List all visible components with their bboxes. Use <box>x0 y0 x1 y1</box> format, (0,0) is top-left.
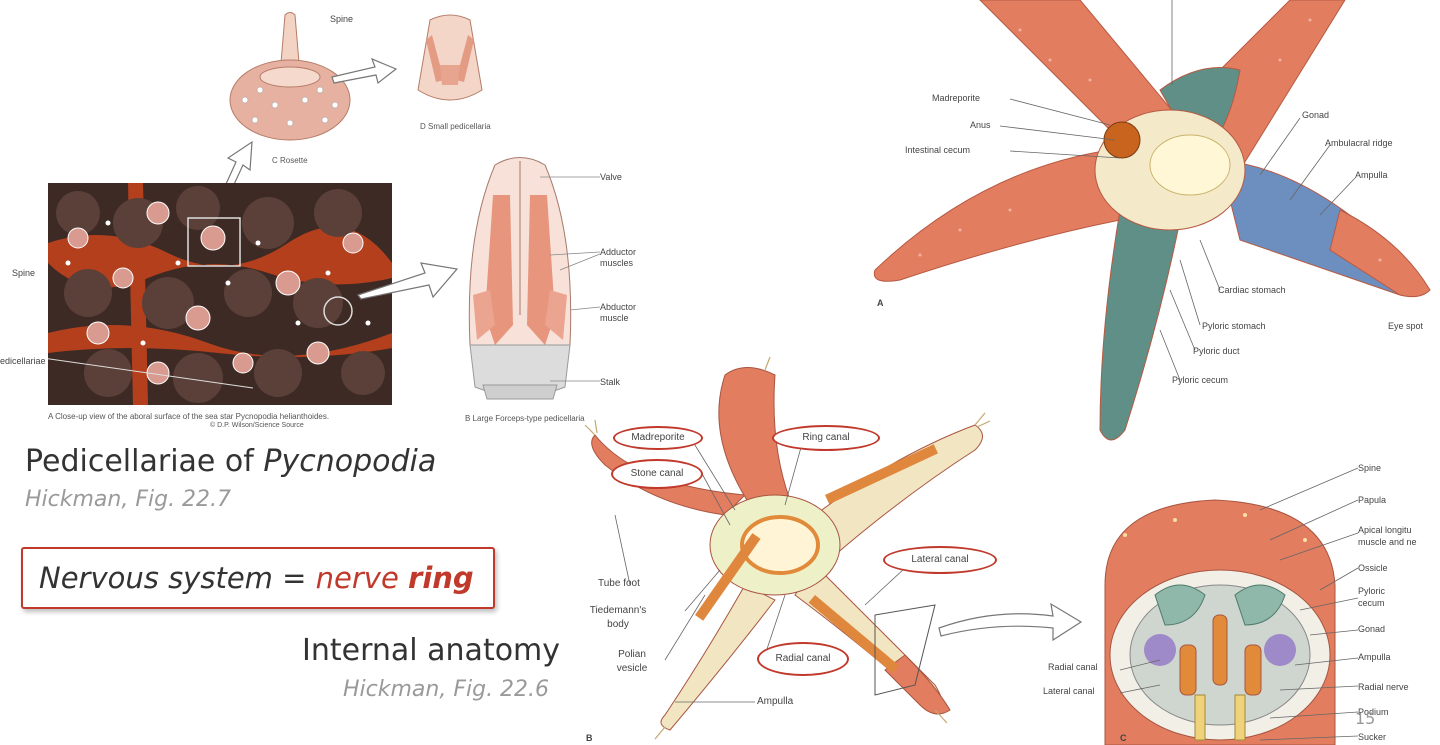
small-pedicellaria-illustration <box>417 14 483 101</box>
label-spine-top: Spine <box>330 14 354 24</box>
label-polian-vesicle: Polian vesicle <box>616 649 648 674</box>
water-vascular-illustration <box>584 356 991 740</box>
label-pedicellariae: edicellariae <box>0 356 46 366</box>
oval-stone-canal: Stone canal <box>611 459 703 489</box>
title-italic: Pycnopodia <box>263 444 437 479</box>
nervous-system-text: Nervous system = nerve ring <box>39 561 474 595</box>
page-number: 15 <box>1355 709 1376 728</box>
label-madreporite: Madreporite <box>932 93 981 103</box>
label-ambulacral-ridge: Ambulacral ridge <box>1325 138 1393 148</box>
label-pyloric-cecum-c: Pyloric cecum <box>1358 586 1386 608</box>
oval-radial-canal: Radial canal <box>757 642 849 676</box>
caption-a: A Close-up view of the aboral surface of… <box>48 412 330 421</box>
label-pyloric-duct: Pyloric duct <box>1193 346 1240 356</box>
label-tiedemann: Tiedemann's body <box>589 605 647 630</box>
internal-anatomy-reference: Hickman, Fig. 22.6 <box>343 677 550 702</box>
sea-star-dissection-illustration <box>873 0 1431 441</box>
label-gonad-a: Gonad <box>1302 110 1330 120</box>
label-cardiac-stomach: Cardiac stomach <box>1218 285 1286 295</box>
title-main: Pedicellariae of <box>25 444 264 479</box>
label-pyloric-stomach: Pyloric stomach <box>1202 321 1266 331</box>
box-prefix: Nervous system = <box>39 561 316 595</box>
caption-d: D Small pedicellaria <box>420 122 491 131</box>
label-abductor: Abductor muscle <box>600 302 637 323</box>
label-radial-nerve: Radial nerve <box>1358 682 1409 692</box>
sea-star-surface-photo <box>48 183 392 405</box>
caption-a-credit: © D.P. Wilson/Science Source <box>210 422 304 429</box>
label-valve: Valve <box>600 172 622 182</box>
label-radial-canal-c: Radial canal <box>1048 662 1098 672</box>
figure-letter-c: C <box>1120 733 1127 743</box>
label-papula: Papula <box>1358 495 1387 505</box>
label-ampulla-a: Ampulla <box>1355 170 1388 180</box>
arrow-right-icon <box>357 262 459 300</box>
label-podium: Podium <box>1358 707 1389 717</box>
arrow-icon <box>331 57 398 85</box>
figure-letter-b: B <box>586 733 593 743</box>
label-sucker: Sucker <box>1358 732 1387 742</box>
label-anus: Anus <box>970 120 991 130</box>
label-pyloric-cecum: Pyloric cecum <box>1172 375 1229 385</box>
label-tube-foot: Tube foot <box>598 578 640 589</box>
label-ossicle: Ossicle <box>1358 563 1388 573</box>
arrow-to-cross-section-icon <box>938 602 1083 642</box>
caption-b: B Large Forceps-type pedicellaria <box>465 414 585 423</box>
large-pedicellaria-illustration <box>468 157 572 400</box>
label-gonad-c: Gonad <box>1358 624 1386 634</box>
label-intestinal-cecum: Intestinal cecum <box>905 145 971 155</box>
box-ring: ring <box>408 561 474 595</box>
label-adductor: Adductor muscles <box>600 247 637 268</box>
figure-letter-a: A <box>877 298 884 308</box>
label-spine-left: Spine <box>12 268 36 278</box>
label-lateral-canal-c: Lateral canal <box>1043 686 1095 696</box>
label-ampulla-b: Ampulla <box>757 696 794 707</box>
cross-section-leader-lines <box>1120 467 1359 741</box>
label-spine-c: Spine <box>1358 463 1382 473</box>
label-stalk: Stalk <box>600 377 621 387</box>
pedicellariae-title: Pedicellariae of Pycnopodia <box>25 444 436 479</box>
internal-anatomy-title: Internal anatomy <box>302 633 561 668</box>
arm-cross-section-illustration <box>1104 499 1336 745</box>
rosette-illustration <box>229 12 351 141</box>
label-ampulla-c: Ampulla <box>1358 652 1391 662</box>
pedicellaria-leader-lines <box>540 176 601 382</box>
oval-lateral-canal: Lateral canal <box>883 546 997 574</box>
label-eye-spot: Eye spot <box>1388 321 1424 331</box>
oval-ring-canal: Ring canal <box>772 425 880 451</box>
box-nerve: nerve <box>315 561 399 595</box>
pedicellariae-reference: Hickman, Fig. 22.7 <box>25 487 232 512</box>
label-apical-muscle: Apical longitu muscle and ne <box>1358 525 1417 547</box>
caption-c: C Rosette <box>272 156 308 165</box>
oval-madreporite: Madreporite <box>613 426 703 450</box>
nervous-system-box: Nervous system = nerve ring <box>21 547 495 609</box>
